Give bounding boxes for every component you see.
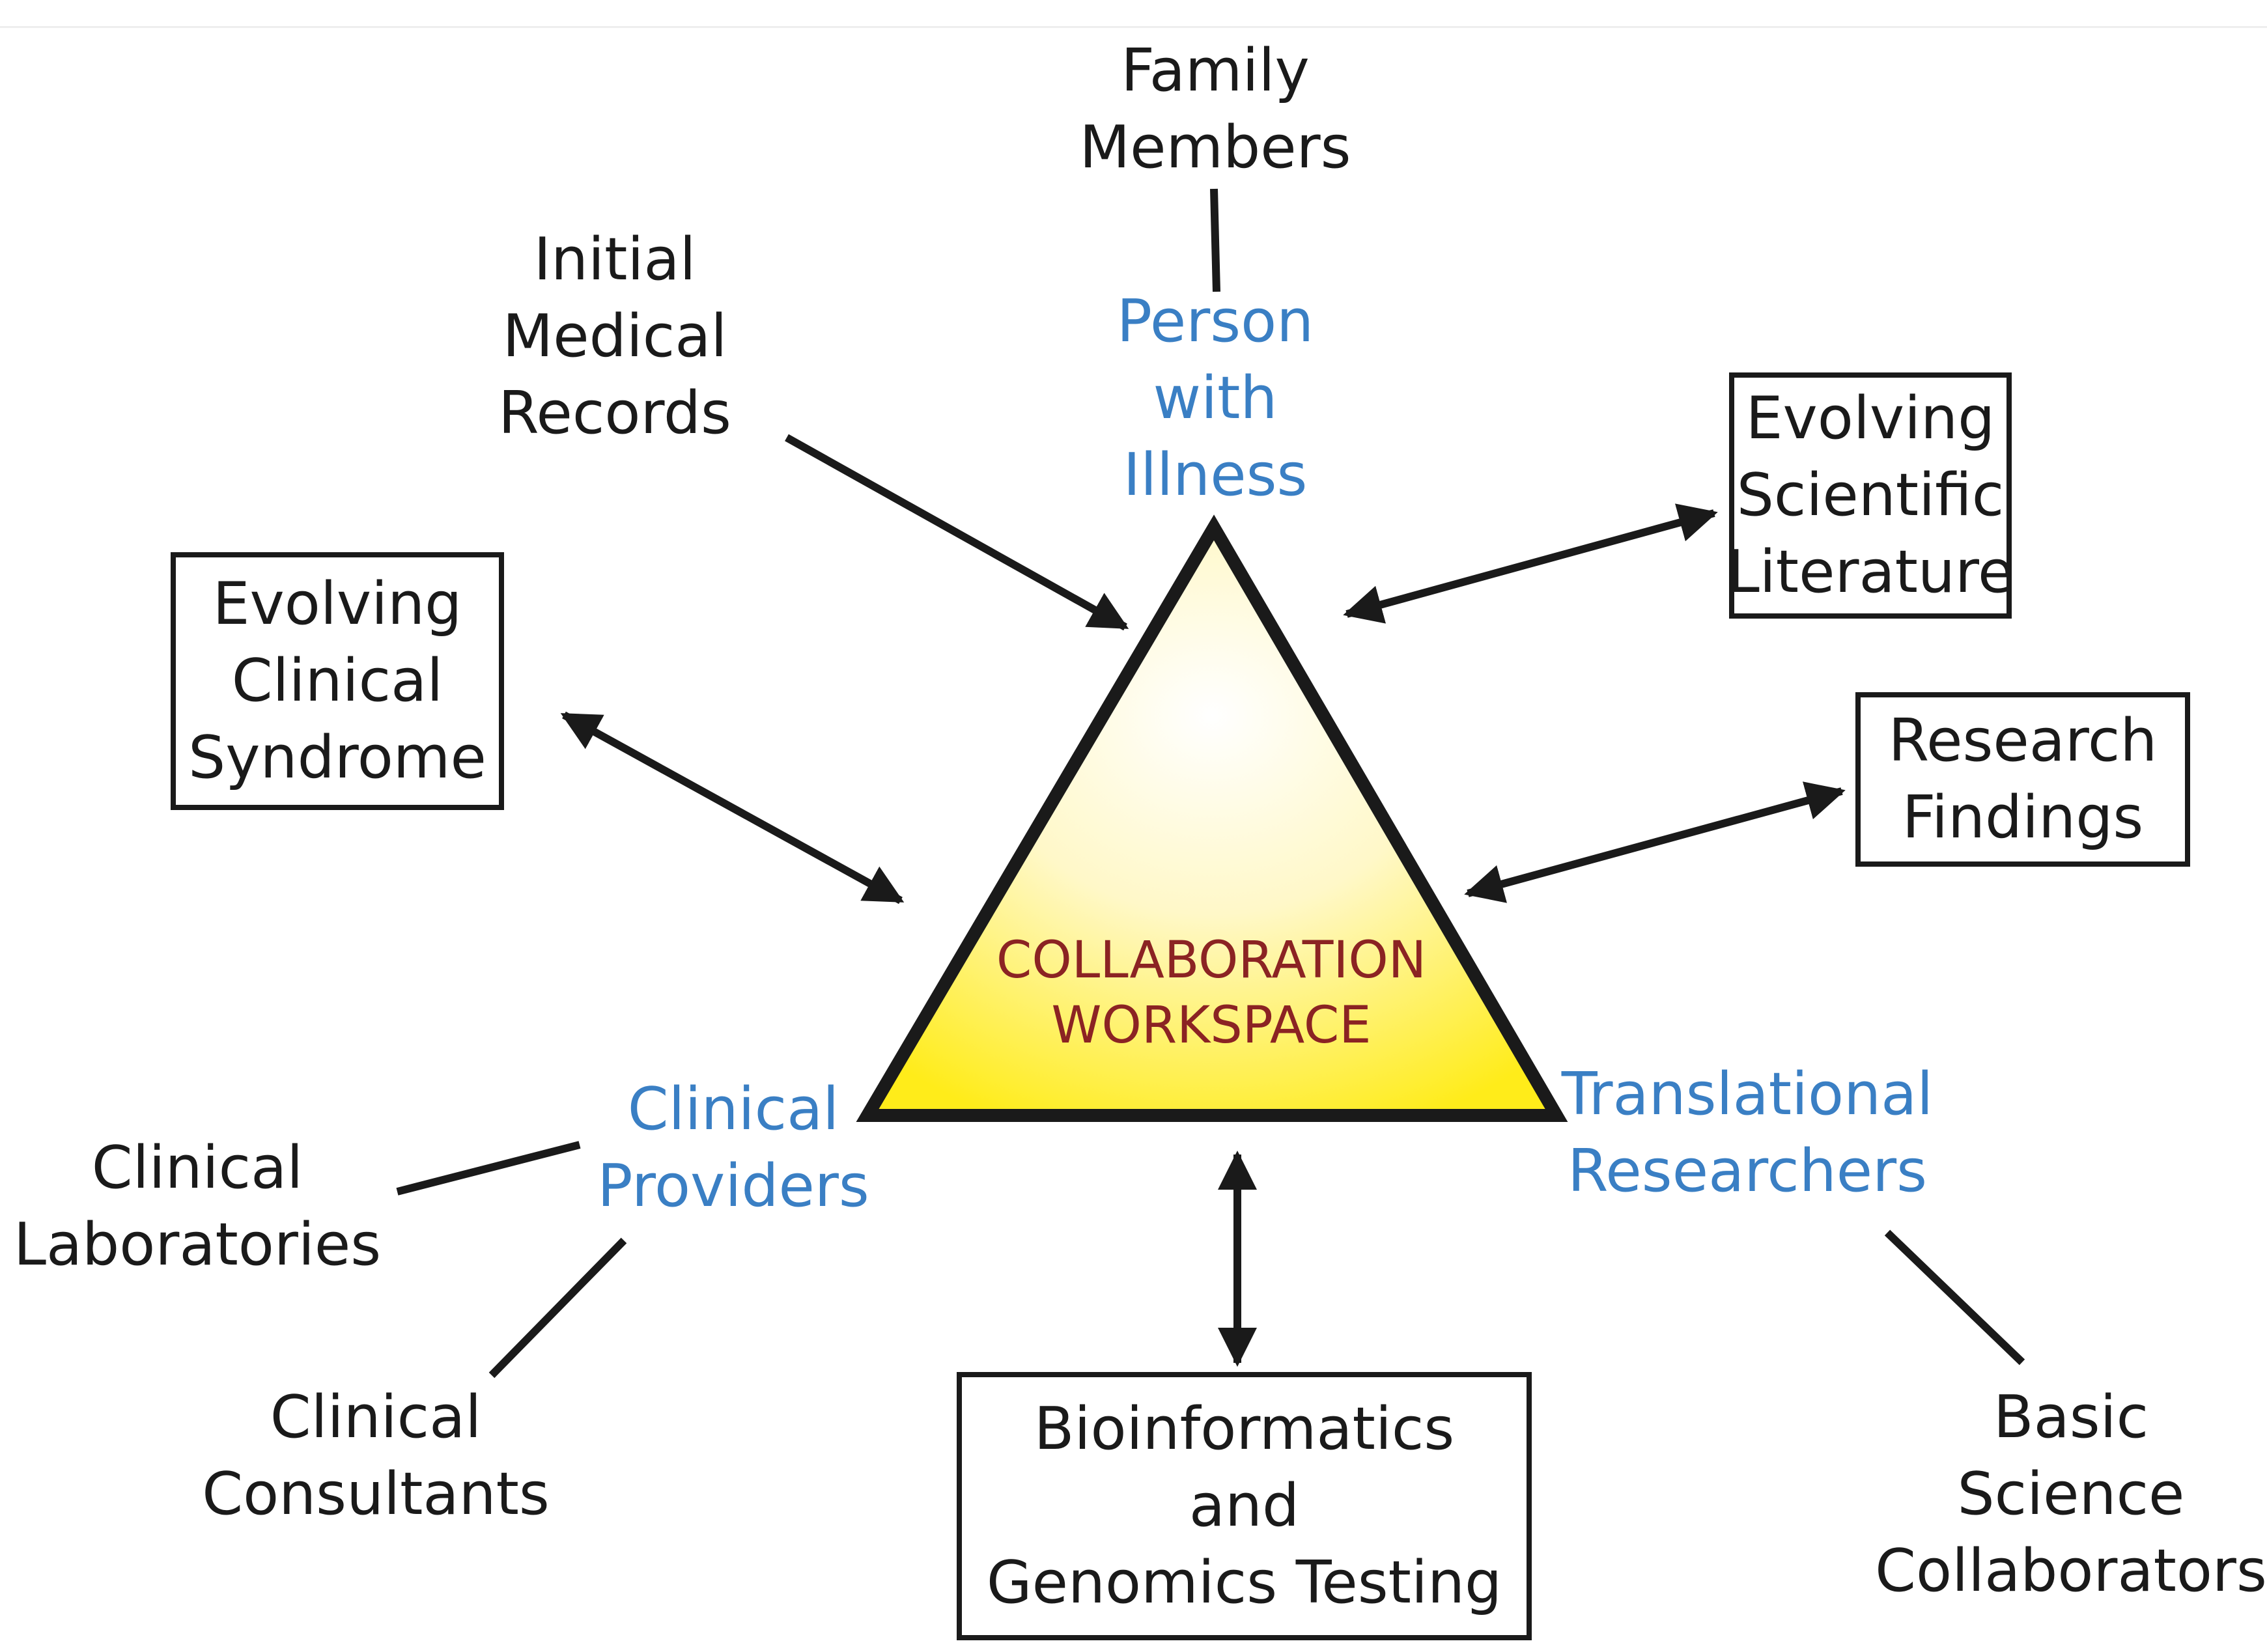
- box-label-line: Bioinformatics: [1034, 1395, 1455, 1463]
- box-label-line: Evolving: [1745, 384, 1995, 453]
- line-providers-laboratories: [396, 1141, 581, 1196]
- node-clinical-consultants: Clinical Consultants: [202, 1379, 550, 1533]
- node-label-line: Basic: [1993, 1383, 2149, 1451]
- box-label: Evolving Clinical Syndrome: [188, 566, 486, 796]
- box-label-line: Findings: [1902, 783, 2144, 852]
- node-label-line: Initial: [533, 225, 696, 294]
- role-clinical-providers: Clinical Providers: [597, 1071, 869, 1225]
- node-basic-science-collaborators: Basic Science Collaborators: [1875, 1379, 2267, 1610]
- line-family-person: [1210, 188, 1220, 292]
- role-label-line: Illness: [1123, 441, 1308, 509]
- role-label-line: Clinical: [627, 1075, 839, 1143]
- box-label-line: Evolving: [212, 570, 462, 638]
- node-label-line: Laboratories: [13, 1211, 382, 1279]
- box-label-line: Genomics Testing: [986, 1548, 1502, 1617]
- workspace-label-line: WORKSPACE: [1051, 996, 1372, 1055]
- box-evolving-clinical-syndrome: Evolving Clinical Syndrome: [171, 552, 504, 810]
- role-label-line: with: [1153, 364, 1278, 432]
- box-label: Research Findings: [1889, 703, 2158, 856]
- box-label: Bioinformatics and Genomics Testing: [987, 1391, 1502, 1621]
- node-label-line: Medical: [502, 302, 727, 371]
- collaboration-triangle: [856, 514, 1568, 1122]
- box-label-line: Literature: [1726, 538, 2014, 606]
- box-label: Evolving Scientific Literature: [1727, 380, 2014, 611]
- arrow-literature-workspace: [1343, 503, 1718, 624]
- role-label-line: Researchers: [1567, 1137, 1928, 1205]
- box-label-line: Clinical: [231, 647, 444, 715]
- role-label-line: Person: [1116, 287, 1314, 356]
- node-initial-medical-records: Initial Medical Records: [498, 221, 731, 452]
- box-label-line: Scientific: [1736, 461, 2005, 529]
- node-label-line: Consultants: [202, 1460, 550, 1528]
- node-label-line: Clinical: [91, 1134, 303, 1202]
- role-translational-researchers: Translational Researchers: [1562, 1056, 1934, 1210]
- role-label-line: Translational: [1561, 1060, 1934, 1128]
- role-label-line: Providers: [597, 1152, 869, 1220]
- line-providers-consultants: [488, 1237, 627, 1379]
- arrow-findings-workspace: [1464, 781, 1846, 903]
- box-evolving-scientific-literature: Evolving Scientific Literature: [1727, 372, 2014, 619]
- node-label-line: Family: [1121, 36, 1310, 105]
- line-researchers-basic-science: [1884, 1229, 2025, 1365]
- workspace-label: COLLABORATION WORKSPACE: [996, 928, 1426, 1058]
- node-label-line: Clinical: [270, 1383, 482, 1451]
- box-research-findings: Research Findings: [1855, 692, 2190, 867]
- workspace-label-line: COLLABORATION: [996, 931, 1427, 990]
- node-clinical-laboratories: Clinical Laboratories: [14, 1130, 381, 1283]
- role-person-with-illness: Person with Illness: [1117, 283, 1314, 514]
- node-label-line: Records: [498, 379, 731, 447]
- arrow-syndrome-workspace: [560, 711, 905, 904]
- box-label-line: Research: [1888, 707, 2158, 775]
- node-label-line: Collaborators: [1875, 1537, 2267, 1605]
- box-bioinformatics-genomics-testing: Bioinformatics and Genomics Testing: [957, 1372, 1532, 1640]
- box-label-line: and: [1189, 1472, 1300, 1540]
- box-label-line: Syndrome: [188, 723, 486, 792]
- top-rule: [0, 26, 2267, 28]
- node-label-line: Members: [1079, 113, 1351, 182]
- node-label-line: Science: [1957, 1460, 2185, 1528]
- arrow-records-to-workspace: [785, 434, 1129, 631]
- node-family-members: Family Members: [1079, 33, 1351, 186]
